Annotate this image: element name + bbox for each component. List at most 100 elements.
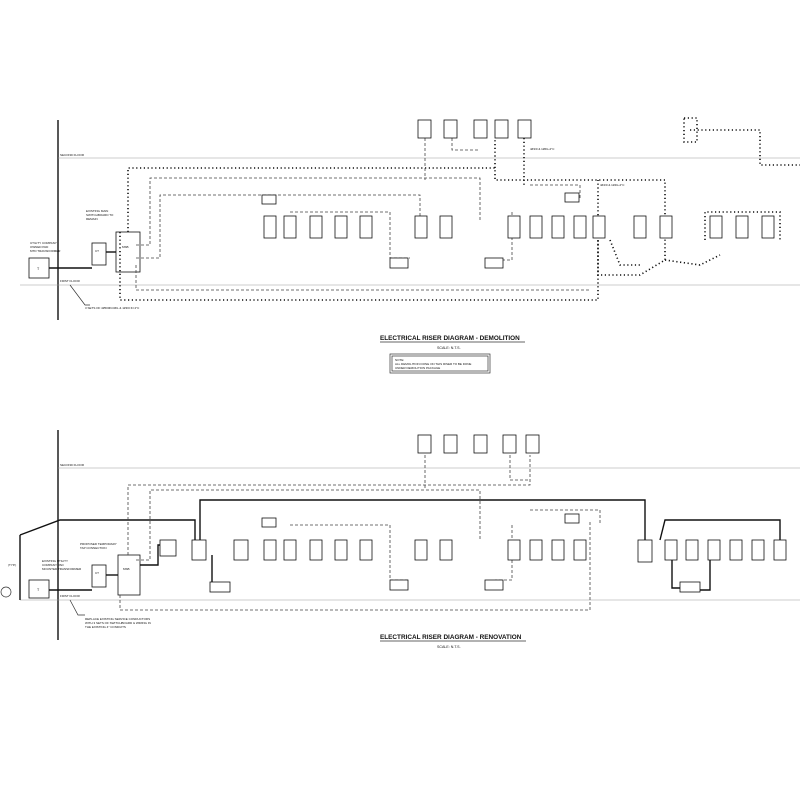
panel-r-f	[414, 539, 428, 561]
existing-feeder-1	[136, 177, 481, 246]
feeder-leader-2	[69, 599, 85, 616]
new-panel-9	[773, 539, 787, 561]
renovation-scale: SCALE: N.T.S.	[437, 645, 461, 649]
panel-2f-r1	[417, 434, 432, 454]
ct-label: CT	[95, 249, 99, 253]
demolition-title: ELECTRICAL RISER DIAGRAM - DEMOLITION	[380, 335, 520, 342]
new-panel-8	[751, 539, 765, 561]
transformer-label: T	[37, 267, 40, 271]
msb-label-2: MSB	[123, 567, 130, 571]
panel-2f-2	[443, 119, 458, 139]
demolition-note-box	[389, 353, 491, 374]
existing-feeder-3	[135, 265, 590, 291]
main-switchboard-2	[117, 554, 141, 596]
second-floor-label-2: SECOND FLOOR	[60, 463, 85, 467]
panel-r-g	[439, 539, 453, 561]
transformer-label-2: T	[37, 588, 40, 592]
existing-feeder-r3	[136, 489, 481, 561]
transformer-4	[564, 192, 580, 203]
demolition-note-heading: NOTE:	[395, 358, 404, 362]
panel-2f-5	[517, 119, 532, 139]
existing-feeder-r1	[127, 455, 531, 555]
demolition-note-box-inner	[391, 355, 489, 372]
panel-2f-3	[473, 119, 488, 139]
existing-branch-3	[530, 184, 581, 200]
panel-a	[263, 215, 277, 239]
demo-feed-right	[597, 240, 666, 276]
demo-feeder-main	[127, 167, 666, 260]
existing-feeder-r2	[119, 520, 591, 611]
ats-switch	[159, 539, 177, 557]
panel-f	[414, 215, 428, 239]
existing-feeder-2	[136, 194, 421, 259]
transformer-1	[389, 257, 409, 269]
ct-cabinet-2	[91, 564, 107, 588]
existing-riser-r2	[509, 455, 530, 481]
ct-label-2: CT	[95, 571, 99, 575]
new-panel-1	[191, 539, 207, 561]
new-panel-4	[664, 539, 678, 561]
panel-k	[573, 215, 587, 239]
feeder-label-b: 4#4/0 & 1#4G-2"C	[600, 183, 625, 187]
transformer-r2	[389, 579, 409, 591]
panel-p	[735, 215, 749, 239]
new-panel-3	[637, 539, 653, 563]
panel-2f-r4	[502, 434, 517, 454]
feeder-leader	[69, 284, 90, 306]
panel-h	[507, 215, 521, 239]
panel-2f-4	[494, 119, 509, 139]
new-panel-2	[233, 539, 249, 561]
transformer-r6	[564, 513, 580, 524]
second-floor-panels	[417, 119, 532, 139]
first-floor-label: FIRST FLOOR	[60, 279, 81, 283]
panel-d	[334, 215, 348, 239]
panel-n	[659, 215, 673, 239]
panel-r-h	[507, 539, 521, 561]
demolition-note-line1: ALL DEMOLITION DONE ON THIS RISER TO BE …	[395, 362, 471, 366]
panel-r-a	[263, 539, 277, 561]
first-floor-panels	[263, 117, 781, 240]
first-floor-label-2: FIRST FLOOR	[60, 594, 81, 598]
left-tag: (TYP.)	[8, 563, 16, 567]
msb-label: MSB	[122, 245, 129, 249]
panel-j	[551, 215, 565, 239]
transformer-r4	[679, 581, 701, 593]
new-panel-5	[685, 539, 699, 561]
panel-m	[633, 215, 647, 239]
existing-riser-2f-b	[451, 138, 480, 151]
demo-feed-far	[664, 254, 721, 266]
utility-transformer-2	[28, 579, 50, 599]
demo-feed-xfmr	[609, 239, 640, 266]
transformer-2	[484, 257, 504, 269]
panel-r-b	[283, 539, 297, 561]
demolition-note-line2: UNDER DEMOLITION PACKAGE	[395, 366, 440, 370]
demo-feed-top-right	[690, 129, 800, 166]
new-panel-6	[707, 539, 721, 561]
panel-r-c	[309, 539, 323, 561]
panel-l	[592, 215, 606, 239]
ct-cabinet	[91, 242, 107, 266]
panel-r-d	[334, 539, 348, 561]
second-floor-label: SECOND FLOOR	[60, 153, 85, 157]
renovation-riser: SECOND FLOOR FIRST FLOOR (TYP.) T EXISTI…	[0, 430, 800, 649]
panel-r-e	[359, 539, 373, 561]
meter-symbol	[0, 586, 12, 598]
demo-feeder-lower	[119, 180, 599, 301]
panel-2f-r5	[525, 434, 540, 454]
transformer-r1	[209, 581, 231, 593]
panel-c	[309, 215, 323, 239]
new-main-feeder	[199, 499, 646, 555]
transformer-r3	[484, 579, 504, 591]
transformer-3	[261, 194, 277, 205]
panel-g	[439, 215, 453, 239]
panel-group-right	[704, 211, 781, 240]
transformer-r5	[261, 517, 277, 528]
panel-o	[709, 215, 723, 239]
new-panel-bus	[659, 519, 781, 541]
